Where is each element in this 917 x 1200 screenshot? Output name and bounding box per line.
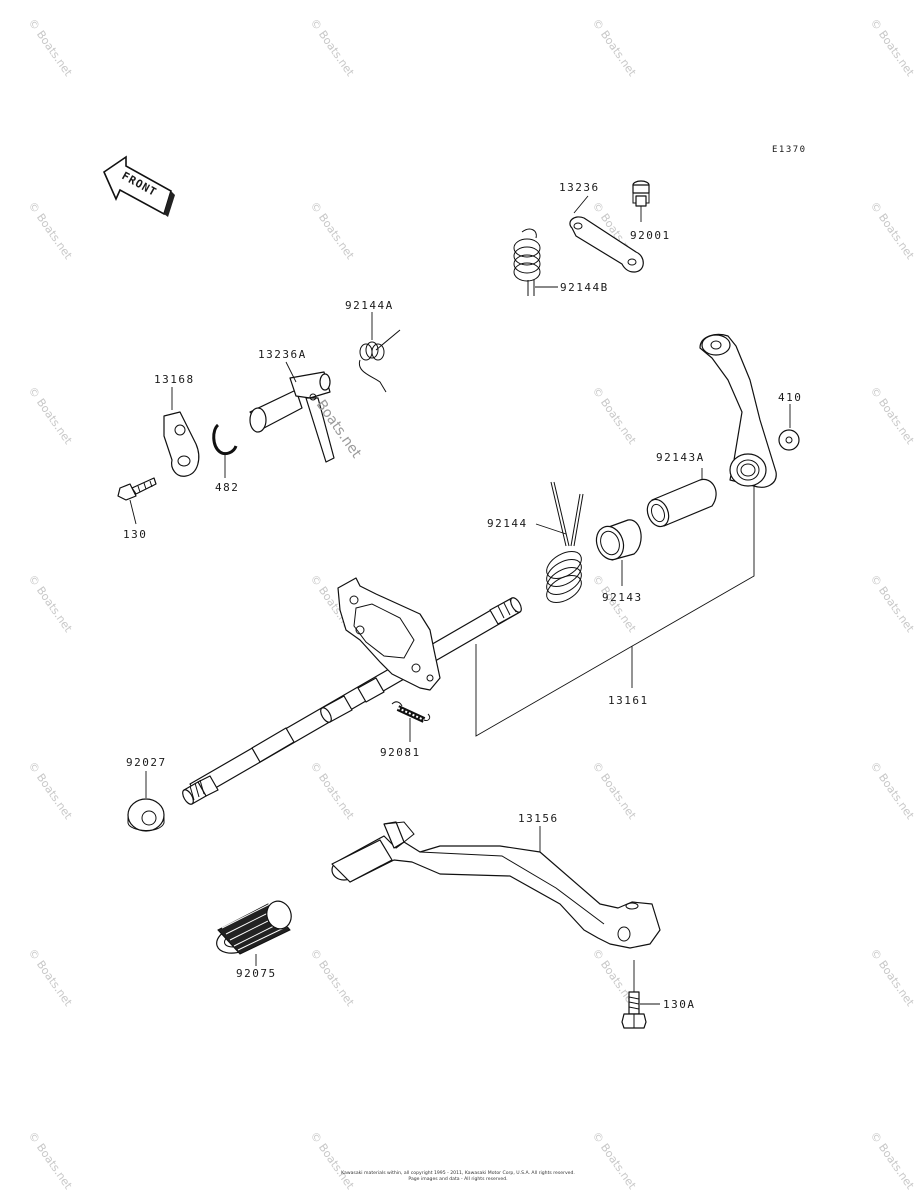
collar-92143A <box>646 468 717 528</box>
watermark: © Boats.net <box>26 384 76 447</box>
watermark: © Boats.net <box>308 1129 358 1192</box>
spring-92144A <box>358 312 401 393</box>
part-label-482: 482 <box>215 481 239 494</box>
part-label-13161: 13161 <box>608 694 649 707</box>
copyright-line-2: Page images and data - All rights reserv… <box>408 1176 507 1182</box>
leader-13161 <box>475 486 755 737</box>
watermark: © Boats.net <box>26 572 76 635</box>
spring-92081 <box>391 701 431 742</box>
part-label-13236A: 13236A <box>258 348 307 361</box>
part-label-130A: 130A <box>663 998 696 1011</box>
part-labels: 13236 92001 92144B 92144A 13236A 13168 4… <box>123 181 802 1011</box>
part-label-13168: 13168 <box>154 373 195 386</box>
diagram-code: E1370 <box>772 145 807 155</box>
bolt-92001 <box>632 180 650 222</box>
shift-plate <box>337 577 441 691</box>
bolt-130A <box>621 960 660 1029</box>
shift-pedal-13156 <box>331 821 661 949</box>
watermark: © Boats.net <box>868 946 917 1009</box>
front-arrow-icon: FRONT <box>102 155 175 217</box>
washer-410 <box>778 404 800 451</box>
watermark: © Boats.net <box>308 759 358 822</box>
bolt-130 <box>117 477 157 525</box>
watermark: © Boats.net <box>868 1129 917 1192</box>
part-label-92143: 92143 <box>602 591 643 604</box>
bushing-92143 <box>595 519 642 586</box>
watermark: © Boats.net <box>590 759 640 822</box>
spring-92144 <box>535 481 584 603</box>
bracket-13168 <box>163 387 200 477</box>
shift-arm-13236A <box>249 361 335 463</box>
watermark: © Boats.net <box>590 1129 640 1192</box>
part-label-92075: 92075 <box>236 967 277 980</box>
part-label-130: 130 <box>123 528 147 541</box>
part-label-13236: 13236 <box>559 181 600 194</box>
copyright-line-1: Kawasaki materials within, all copyright… <box>341 1170 575 1176</box>
watermark: © Boats.net <box>868 572 917 635</box>
watermark: © Boats.net <box>308 199 358 262</box>
part-label-92143A: 92143A <box>656 451 705 464</box>
part-label-92144A: 92144A <box>345 299 394 312</box>
part-label-92144: 92144 <box>487 517 528 530</box>
watermark: © Boats.net <box>308 16 358 79</box>
shift-shaft-13161 <box>182 597 522 805</box>
part-label-13156: 13156 <box>518 812 559 825</box>
washer-92027 <box>127 771 165 832</box>
part-label-92027: 92027 <box>126 756 167 769</box>
watermark: © Boats.net <box>26 946 76 1009</box>
watermark: © Boats.net <box>868 759 917 822</box>
watermark: © Boats.net <box>26 199 76 262</box>
watermark: © Boats.net <box>26 759 76 822</box>
shift-lever-arm <box>699 333 777 488</box>
watermark: © Boats.net <box>26 16 76 79</box>
spring-92144B <box>513 228 558 296</box>
watermark: © Boats.net <box>868 16 917 79</box>
part-label-92081: 92081 <box>380 746 421 759</box>
watermark: © Boats.net <box>868 384 917 447</box>
watermark: © Boats.net <box>590 16 640 79</box>
plate-13236 <box>569 195 644 273</box>
watermark: © Boats.net <box>308 946 358 1009</box>
watermark: © Boats.net <box>868 199 917 262</box>
part-label-92001: 92001 <box>630 229 671 242</box>
part-label-92144B: 92144B <box>560 281 609 294</box>
watermark: © Boats.net <box>590 384 640 447</box>
circlip-482 <box>212 423 238 478</box>
watermark: © Boats.net <box>26 1129 76 1192</box>
part-label-410: 410 <box>778 391 802 404</box>
rubber-92075 <box>216 900 292 966</box>
